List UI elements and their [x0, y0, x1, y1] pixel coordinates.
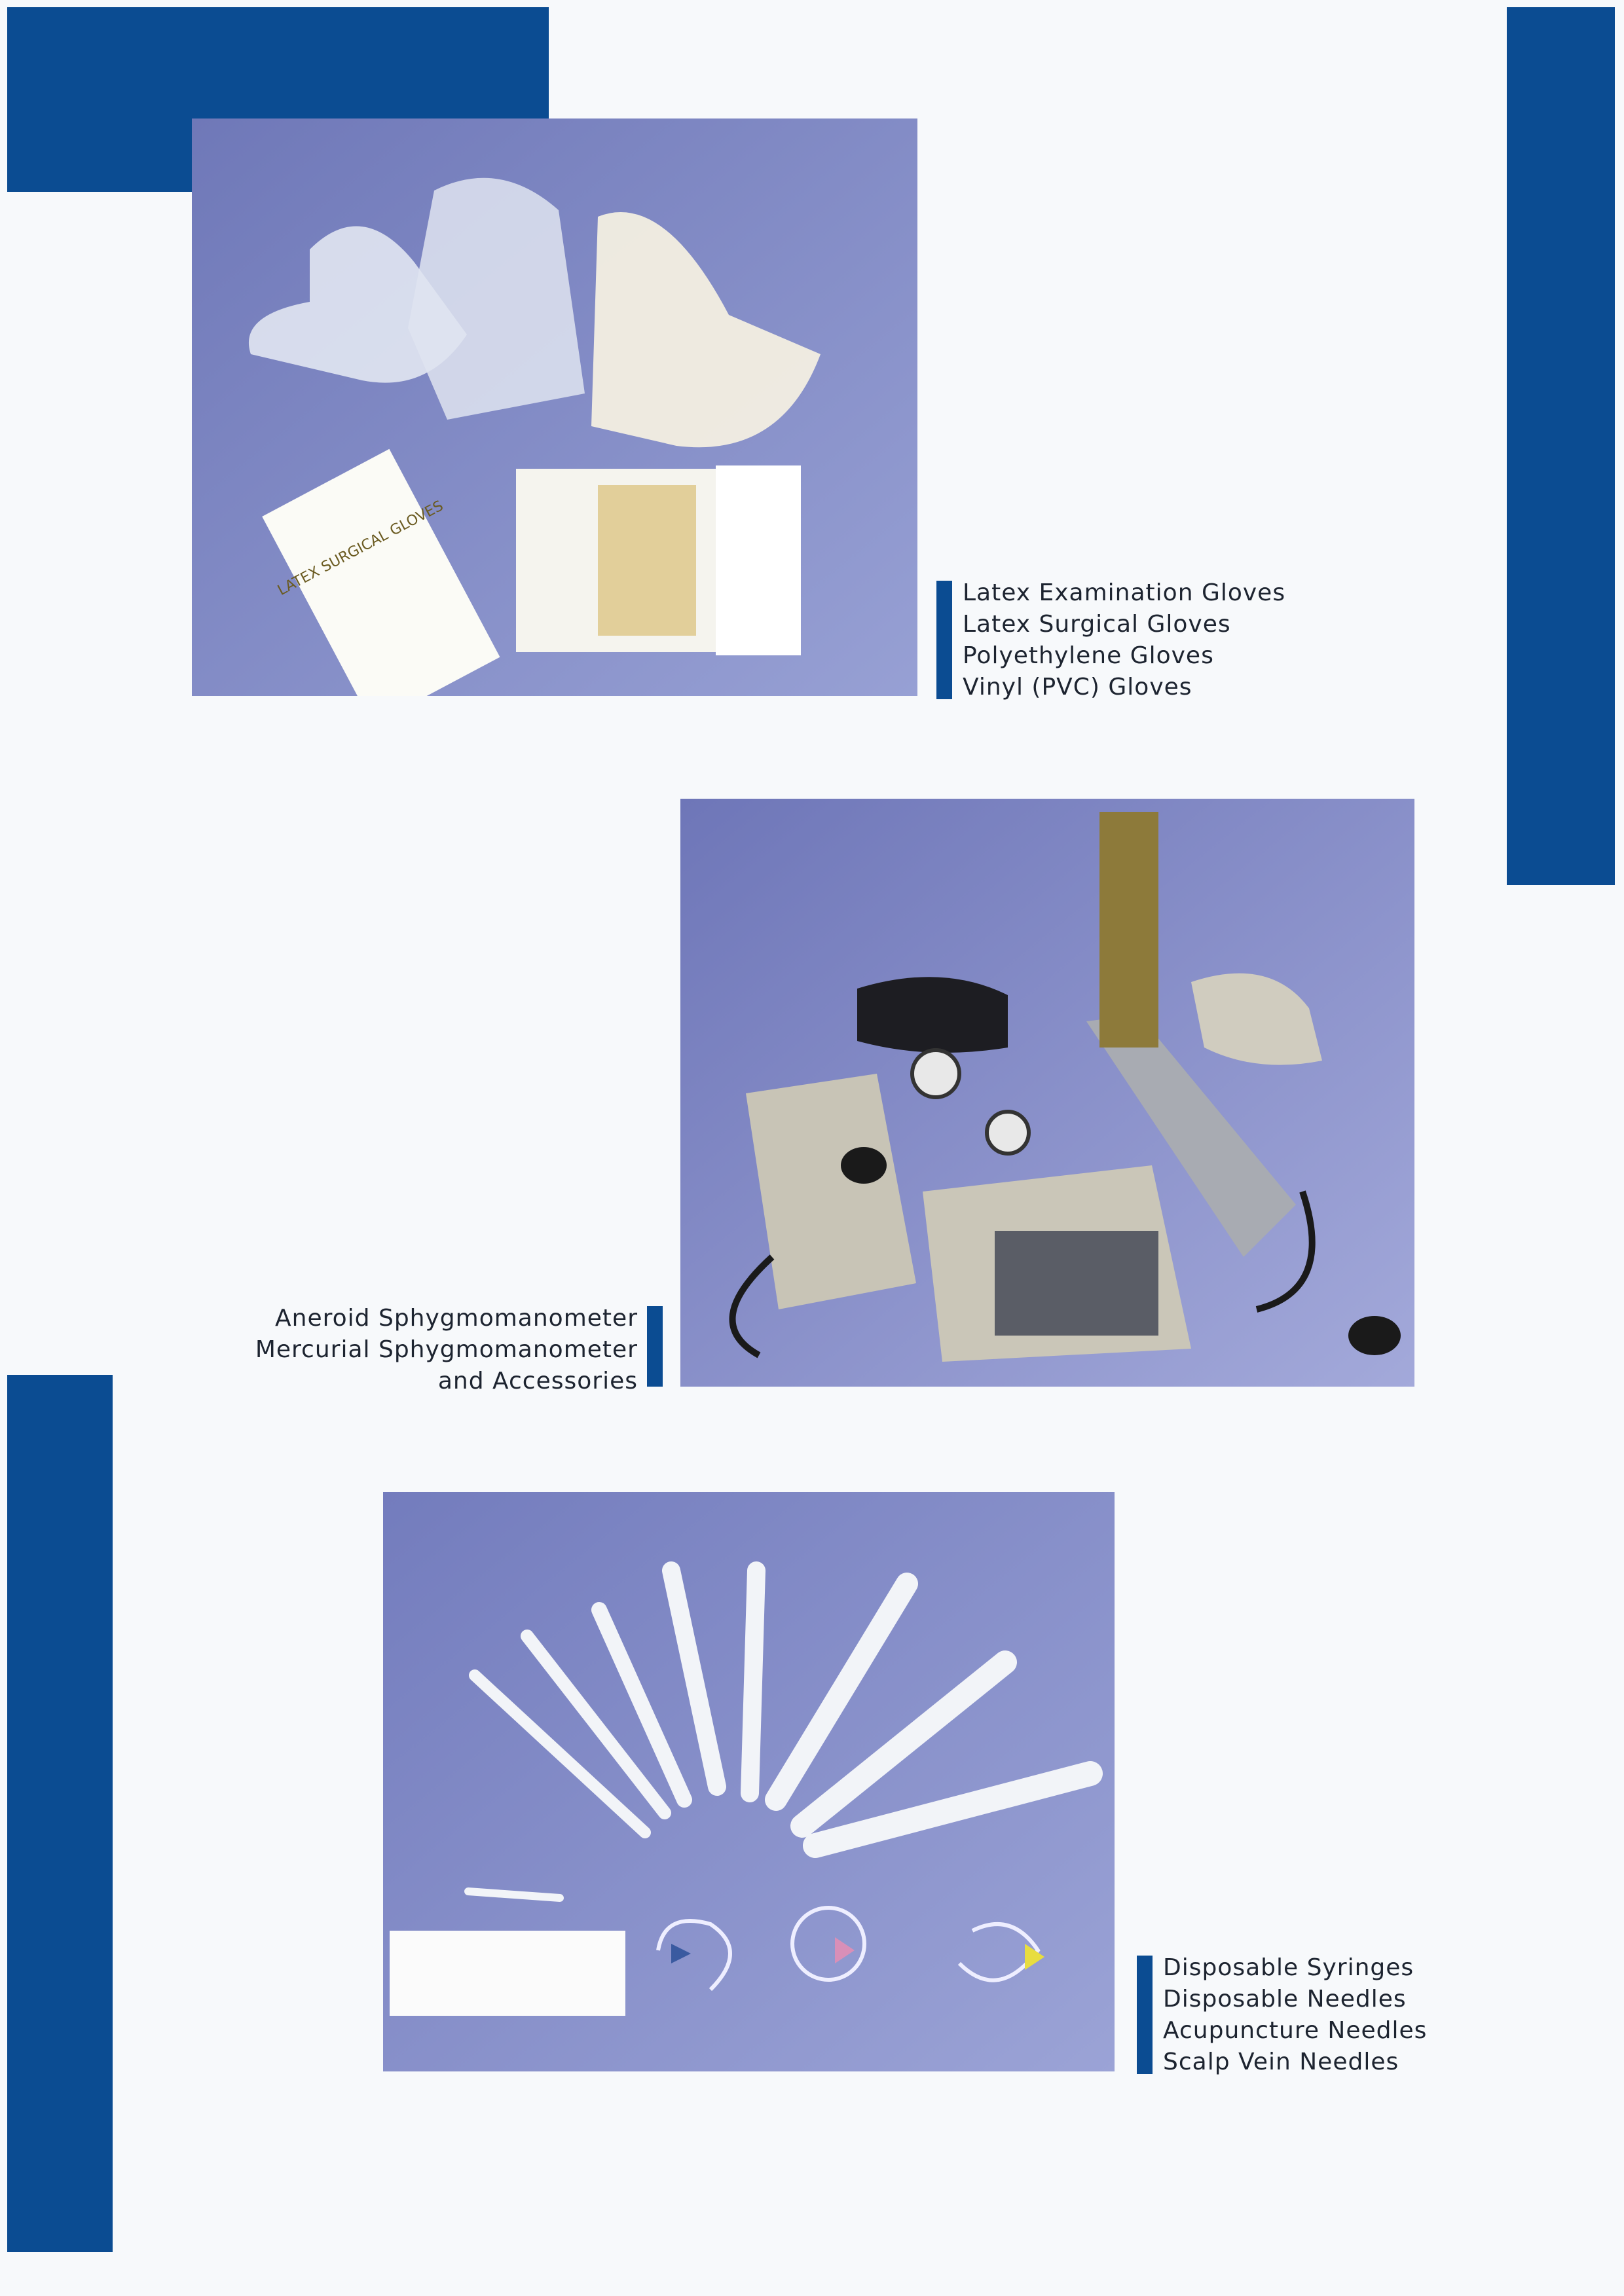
caption-item: Acupuncture Needles [1163, 2017, 1428, 2044]
decor-bar-right [1507, 7, 1615, 885]
caption-item: Aneroid Sphygmomanometer [275, 1305, 638, 1332]
caption-item: Disposable Syringes [1163, 1954, 1414, 1981]
caption-item: Polyethylene Gloves [963, 642, 1214, 669]
caption-item: Latex Surgical Gloves [963, 611, 1231, 638]
caption-item: Mercurial Sphygmomanometer [255, 1336, 638, 1363]
caption-item: and Accessories [437, 1368, 638, 1394]
caption-bar [1137, 1956, 1153, 2074]
caption-item: Disposable Needles [1163, 1986, 1407, 2013]
caption-item: Latex Examination Gloves [963, 579, 1286, 606]
caption-bar [936, 581, 952, 699]
sphygmomanometer-photo [680, 799, 1414, 1387]
caption-item: Vinyl (PVC) Gloves [963, 674, 1192, 701]
caption-item: Scalp Vein Needles [1163, 2049, 1399, 2075]
syringes-caption: Disposable Syringes Disposable Needles A… [1163, 1952, 1427, 2078]
gloves-photo: LATEX SURGICAL GLOVES [192, 118, 917, 696]
decor-bar-left [7, 1375, 113, 2252]
sphygmomanometer-caption: Aneroid Sphygmomanometer Mercurial Sphyg… [255, 1303, 638, 1397]
syringes-needles-photo [383, 1492, 1115, 2071]
gloves-caption: Latex Examination Gloves Latex Surgical … [963, 577, 1285, 703]
caption-bar [647, 1306, 663, 1387]
